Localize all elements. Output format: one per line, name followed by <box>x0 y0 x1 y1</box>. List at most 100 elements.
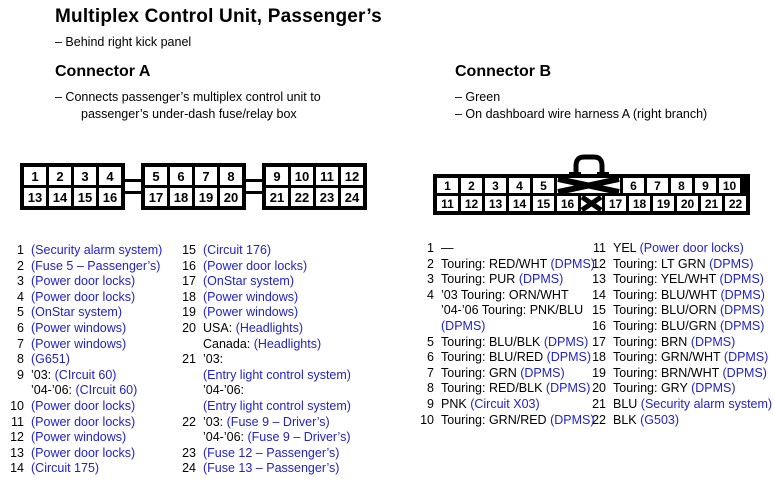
pin-number: 1 <box>17 243 24 257</box>
pin-reference-link[interactable]: (CIrcuit 60) <box>54 367 117 382</box>
pin-reference-link[interactable]: (DPMS) <box>546 350 592 365</box>
pin-reference-link[interactable]: (DPMS) <box>518 272 564 287</box>
pin-reference-link[interactable]: (Headlights) <box>235 320 304 335</box>
pin-reference-link[interactable]: (DPMS) <box>720 287 765 302</box>
pin-reference-link[interactable]: (G651) <box>31 352 70 367</box>
pin-description-line: (Circuit 175) <box>31 461 176 477</box>
pin-reference-link[interactable]: (Circuit X03) <box>470 396 540 411</box>
pin-reference-link[interactable]: (Fuse 9 – Driver’s) <box>247 430 351 445</box>
pin-reference-link[interactable]: (Power door locks) <box>31 414 136 429</box>
pin-reference-link[interactable]: (OnStar system) <box>203 274 294 289</box>
pin-reference-link[interactable]: (Fuse 9 – Driver’s) <box>226 414 330 429</box>
pin-row: 11(Power door locks) <box>8 415 176 431</box>
pin-description: Touring: GRN/RED (DPMS) <box>441 413 596 429</box>
pin-description-line: Touring: RED/WHT (DPMS) <box>441 257 596 273</box>
pin-reference-link[interactable]: (DPMS) <box>550 412 595 427</box>
pin-number: 20 <box>182 320 196 335</box>
pin-wire-label: ’03: <box>203 414 227 429</box>
pin-description-line: (Power windows) <box>31 337 176 353</box>
pin-reference-link[interactable]: (DPMS) <box>709 256 754 271</box>
pin-reference-link[interactable]: (DPMS) <box>719 303 765 318</box>
connector-a-pin-cell: 6 <box>170 167 192 185</box>
pin-description-line: Touring: RED/BLK (DPMS) <box>441 381 596 397</box>
pin-wire-label: BLU <box>613 396 641 411</box>
pin-reference-link[interactable]: (Power windows) <box>203 289 299 304</box>
pin-reference-link[interactable]: (DPMS) <box>441 318 486 333</box>
pin-reference-link[interactable]: (DPMS) <box>723 350 769 365</box>
pin-row: 7(Power windows) <box>8 337 176 353</box>
pin-number: 14 <box>592 287 606 302</box>
pin-reference-link[interactable]: (DPMS) <box>550 256 595 271</box>
pin-reference-link[interactable]: (DPMS) <box>545 381 591 396</box>
pin-description: ’03: (CIrcuit 60)’04-’06: (CIrcuit 60) <box>31 368 176 399</box>
pin-reference-link[interactable]: (Power door locks) <box>639 241 744 255</box>
pin-wire-label: Touring: BLU/BLK <box>441 334 544 349</box>
pin-reference-link[interactable]: (Power door locks) <box>31 445 136 460</box>
connector-b-pin-cell: 13 <box>485 196 506 211</box>
pin-reference-link[interactable]: (Fuse 13 – Passenger’s) <box>203 461 340 476</box>
pin-wire-label: Touring: RED/WHT <box>441 256 551 271</box>
pin-number: 6 <box>17 320 24 335</box>
pin-reference-link[interactable]: (Fuse 5 – Passenger’s) <box>31 258 161 273</box>
pin-description-line: Touring: BLU/ORN (DPMS) <box>613 303 774 319</box>
pin-description: Touring: BRN/WHT (DPMS) <box>613 366 774 382</box>
pin-reference-link[interactable]: (DPMS) <box>719 318 765 333</box>
pin-description: (Power door locks) <box>31 446 176 462</box>
pin-reference-link[interactable]: (Power door locks) <box>203 258 308 273</box>
pin-reference-link[interactable]: (DPMS) <box>520 365 565 380</box>
connector-b-note-line: – On dashboard wire harness A (right bra… <box>455 106 708 121</box>
pin-reference-link[interactable]: (OnStar system) <box>31 305 122 320</box>
pin-number: 7 <box>427 365 434 380</box>
pin-reference-link[interactable]: (Power windows) <box>31 336 127 351</box>
pin-number: 9 <box>427 396 434 411</box>
pin-reference-link[interactable]: (G503) <box>640 412 680 427</box>
pin-row: 2(Fuse 5 – Passenger’s) <box>8 259 176 275</box>
pin-reference-link[interactable]: (Power door locks) <box>31 289 136 304</box>
pin-number: 18 <box>592 350 606 365</box>
pin-wire-label: Touring: PUR <box>441 272 519 287</box>
pin-reference-link[interactable]: (DPMS) <box>719 272 764 287</box>
pin-description: Touring: BLU/RED (DPMS) <box>441 350 596 366</box>
pin-reference-link[interactable]: (DPMS) <box>690 334 736 349</box>
pin-wire-label: BLK <box>613 412 641 427</box>
pin-reference-link[interactable]: (Entry light control system) <box>203 398 351 413</box>
pin-number: 12 <box>10 430 24 445</box>
pin-description: (OnStar system) <box>203 274 386 290</box>
pin-reference-link[interactable]: (Circuit 176) <box>203 243 272 257</box>
pin-description-line: ’04-’06: (CIrcuit 60) <box>31 383 176 399</box>
pin-description: ’03: (Fuse 9 – Driver’s)’04-’06: (Fuse 9… <box>203 415 386 446</box>
pin-reference-link[interactable]: (Power windows) <box>31 430 127 445</box>
pin-row: 1 (Security alarm system) <box>8 243 176 259</box>
pin-description-line: Touring: GRN/RED (DPMS) <box>441 413 596 429</box>
pin-row: 21’03:(Entry light control system)’04-’0… <box>176 352 386 414</box>
pin-description-line: (Fuse 13 – Passenger’s) <box>203 461 386 477</box>
connector-a-pin-cell: 21 <box>266 188 288 206</box>
pin-reference-link[interactable]: (Entry light control system) <box>203 367 351 382</box>
pin-reference-link[interactable]: (Power windows) <box>31 320 127 335</box>
connector-b-pin-cell: 20 <box>677 196 698 211</box>
pin-description-line: (Power door locks) <box>31 415 176 431</box>
pin-row: 22’03: (Fuse 9 – Driver’s)’04-’06: (Fuse… <box>176 415 386 446</box>
pin-reference-link[interactable]: (Power windows) <box>203 305 299 320</box>
pin-reference-link[interactable]: (Circuit 175) <box>31 461 100 476</box>
pin-reference-link[interactable]: (Security alarm system) <box>640 396 773 411</box>
pin-reference-link[interactable]: (Security alarm system) <box>31 243 163 257</box>
pin-reference-link[interactable]: (Headlights) <box>253 336 322 351</box>
pin-reference-link[interactable]: (Power door locks) <box>31 274 136 289</box>
connector-b-pin-cell: 1 <box>437 178 458 193</box>
pin-reference-link[interactable]: (Power door locks) <box>31 398 136 413</box>
pin-number: 8 <box>427 381 434 396</box>
connector-a-pin-cell: 24 <box>341 188 363 206</box>
pin-reference-link[interactable]: (DPMS) <box>543 334 589 349</box>
pin-reference-link[interactable]: (DPMS) <box>691 381 736 396</box>
pin-description: (Power windows) <box>31 321 176 337</box>
pin-reference-link[interactable]: (DPMS) <box>722 365 767 380</box>
pin-reference-link[interactable]: (CIrcuit 60) <box>75 383 138 398</box>
pin-reference-link[interactable]: (Fuse 12 – Passenger’s) <box>203 445 340 460</box>
pin-number: 6 <box>427 350 434 365</box>
pin-description-line: (Security alarm system) <box>31 243 176 259</box>
